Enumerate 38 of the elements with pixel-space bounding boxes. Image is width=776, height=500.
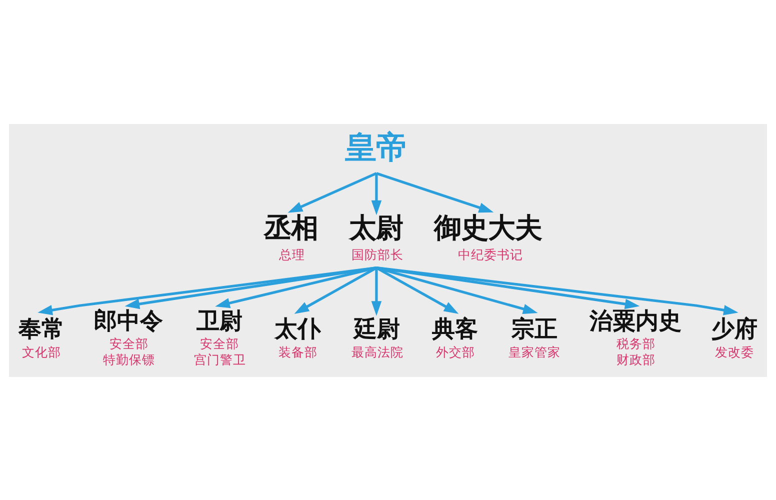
arrow (376, 266, 640, 309)
arrow (38, 266, 377, 315)
node-text: 丞相 (264, 212, 318, 244)
arrow (371, 172, 382, 215)
node-label: 安全部 (200, 336, 240, 351)
arrow (376, 172, 494, 212)
arrow (376, 266, 538, 314)
node-label: 财政部 (616, 351, 656, 366)
arrow (371, 267, 382, 316)
node-text: 典客 (432, 316, 478, 342)
node-label: 外交部 (436, 344, 475, 360)
node-text: 少府 (711, 316, 758, 342)
node-text: 治粟内史 (590, 308, 682, 334)
node-text: 御史大夫 (434, 212, 542, 244)
node-text: 太尉 (349, 212, 404, 244)
node-label: 安全部 (109, 336, 148, 351)
node-label: 特勤保镖 (102, 351, 155, 366)
node-label: 最高法院 (351, 344, 404, 360)
node-label: 发改委 (715, 344, 754, 360)
node-label: 皇家管家 (508, 344, 561, 360)
node-text: 卫尉 (196, 308, 242, 334)
node-label: 中纪委书记 (458, 246, 523, 262)
arrow (215, 266, 377, 308)
arrow (376, 266, 738, 315)
node-text: 郎中令 (94, 308, 164, 334)
node-text: 奉常 (18, 316, 64, 342)
node-label: 文化部 (22, 344, 62, 360)
arrow (124, 266, 377, 309)
arrow (288, 172, 377, 212)
node-text: 太仆 (274, 316, 321, 342)
node-label: 装备部 (278, 344, 318, 360)
node-label: 税务部 (616, 336, 656, 351)
node-text: 皇帝 (344, 130, 407, 166)
node-label: 总理 (278, 246, 305, 262)
node-label: 宫门警卫 (194, 351, 246, 366)
node-text: 廷尉 (354, 316, 400, 342)
node-label: 国防部长 (351, 246, 404, 262)
node-text: 宗正 (511, 316, 558, 342)
